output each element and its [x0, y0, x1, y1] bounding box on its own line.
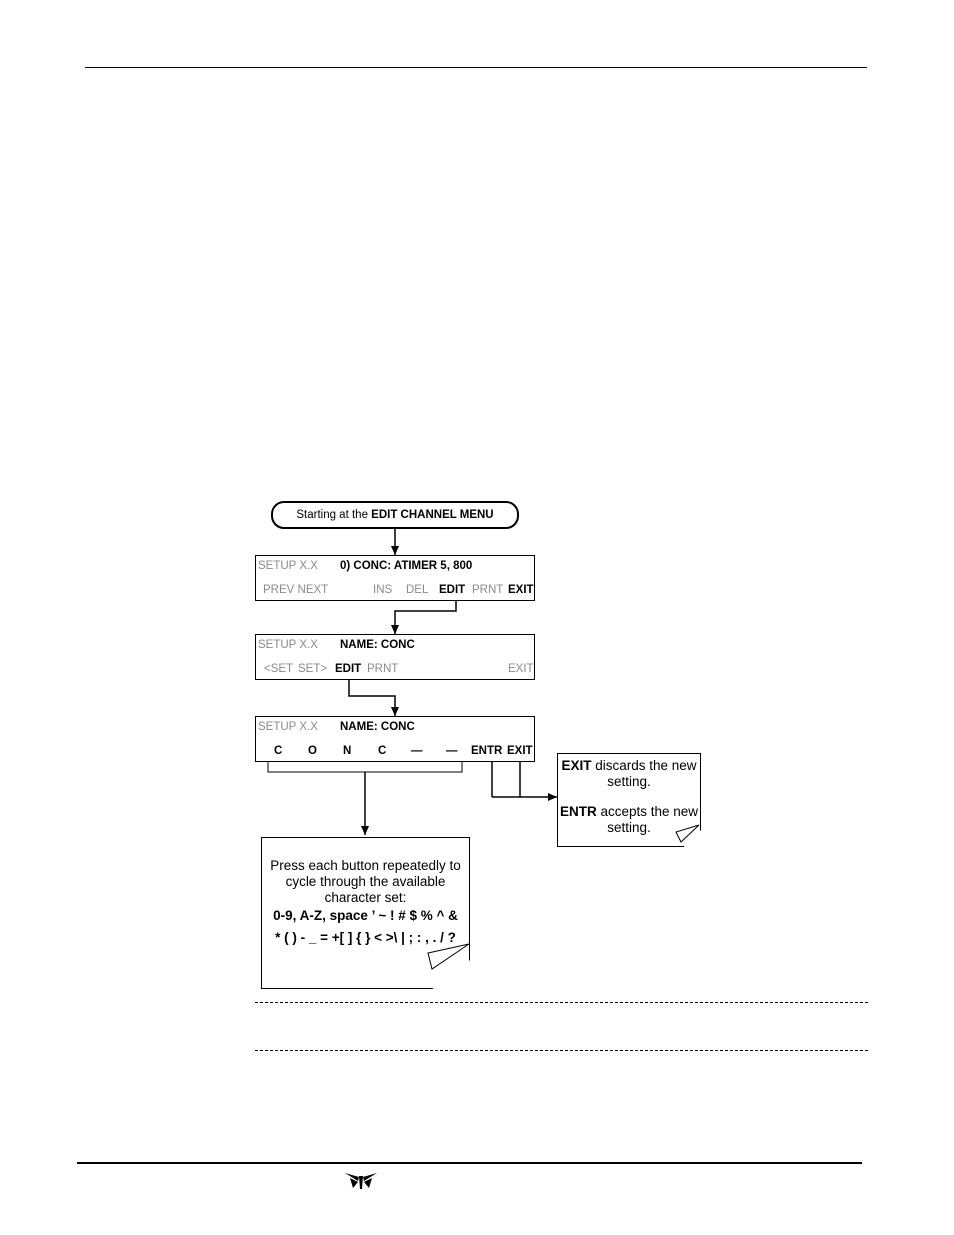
char-button-6[interactable]: —	[446, 745, 458, 757]
dashed-rule-bottom	[255, 1050, 868, 1051]
prnt-button[interactable]: PRNT	[367, 663, 399, 675]
char-set-line-2: * ( ) - _ = +[ ] { } < >\ | ; : , . / ?	[275, 930, 456, 945]
char-button-3[interactable]: N	[343, 745, 352, 757]
char-set-line-1: 0-9, A-Z, space ’ ~ ! # $ % ^ &	[273, 908, 458, 923]
mode-label: SETUP X.X	[258, 560, 318, 572]
exit-button[interactable]: EXIT	[507, 745, 533, 757]
exit-button[interactable]: EXIT	[508, 584, 534, 596]
entr-text: accepts the new setting.	[596, 804, 699, 835]
dashed-rule-top	[255, 1002, 868, 1003]
char-button-5[interactable]: —	[411, 745, 423, 757]
mode-label: SETUP X.X	[258, 721, 318, 733]
arrow-edit-to-screen2	[391, 597, 457, 634]
exit-entr-note: EXIT discards the new setting. ENTR acce…	[557, 753, 701, 847]
start-prefix: Starting at the	[296, 509, 372, 521]
display-message: NAME: CONC	[340, 639, 415, 651]
start-menu-name: EDIT CHANNEL MENU	[371, 509, 494, 521]
header-rule	[85, 67, 867, 68]
ins-button[interactable]: INS	[373, 584, 393, 596]
display-message: 0) CONC: ATIMER 5, 800	[340, 560, 473, 572]
exit-note-line: EXIT discards the new setting.	[558, 758, 700, 790]
edit-button[interactable]: EDIT	[335, 663, 362, 675]
entr-note-line: ENTR accepts the new setting.	[558, 804, 700, 836]
exit-key: EXIT	[561, 758, 592, 773]
del-button[interactable]: DEL	[406, 584, 429, 596]
char-button-2[interactable]: O	[308, 745, 317, 757]
set-next-button[interactable]: SET>	[298, 663, 328, 675]
display-screen-1: SETUP X.X 0) CONC: ATIMER 5, 800 PREV NE…	[255, 555, 535, 601]
set-prev-button[interactable]: <SET	[264, 663, 294, 675]
char-set-note: Press each button repeatedly to cycle th…	[261, 837, 470, 989]
char-button-4[interactable]: C	[378, 745, 387, 757]
entr-key: ENTR	[559, 804, 597, 819]
char-note-text: Press each button repeatedly to cycle th…	[270, 858, 461, 905]
arrow-edit-to-screen3	[348, 676, 399, 716]
char-button-1[interactable]: C	[274, 745, 283, 757]
edit-button[interactable]: EDIT	[439, 584, 466, 596]
start-pill: Starting at the EDIT CHANNEL MENU	[271, 501, 519, 529]
exit-text: discards the new setting.	[591, 758, 697, 789]
display-screen-2: SETUP X.X NAME: CONC <SET SET> EDIT PRNT…	[255, 634, 535, 680]
mode-label: SETUP X.X	[258, 639, 318, 651]
prev-next-button[interactable]: PREV NEXT	[263, 584, 329, 596]
entr-button[interactable]: ENTR	[471, 745, 503, 757]
display-message: NAME: CONC	[340, 721, 415, 733]
display-screen-3: SETUP X.X NAME: CONC C O N C — — ENTR EX…	[255, 716, 535, 762]
exit-button[interactable]: EXIT	[508, 663, 534, 675]
prnt-button[interactable]: PRNT	[472, 584, 504, 596]
footer-rule	[77, 1162, 862, 1164]
